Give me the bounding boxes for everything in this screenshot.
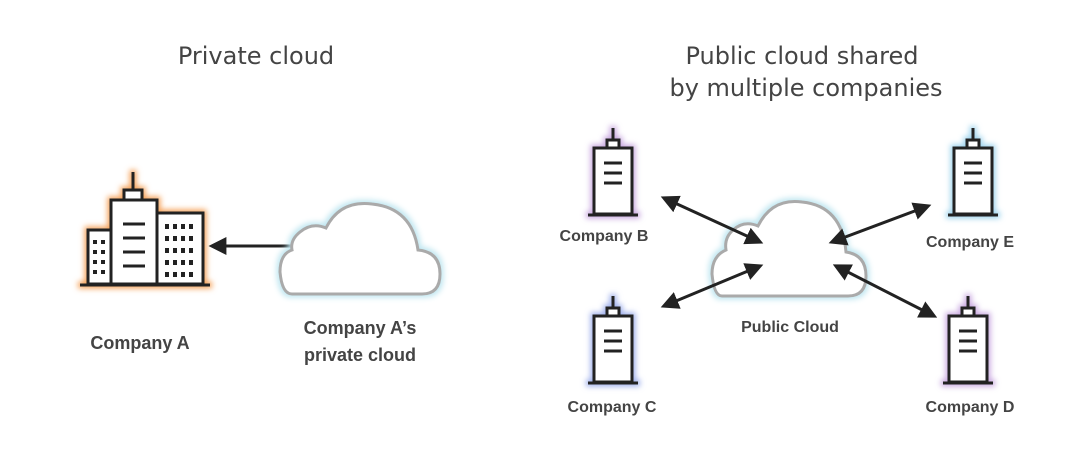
private-cloud-label-line2: private cloud (304, 345, 416, 365)
company-e-label: Company E (926, 234, 1014, 251)
company-d-label: Company D (926, 399, 1015, 416)
private-cloud-icon (278, 202, 442, 296)
public-cloud-title-line2: by multiple companies (669, 74, 942, 102)
private-cloud-label-line1: Company A’s (304, 318, 417, 338)
company-e-arrow-icon (828, 202, 932, 246)
company-b-tower-icon (588, 128, 638, 217)
company-a-label: Company A (90, 333, 189, 353)
private-cloud-title: Private cloud (178, 42, 334, 70)
company-b-label: Company B (560, 228, 649, 245)
public-cloud-label: Public Cloud (741, 319, 839, 336)
company-c-tower-icon (588, 296, 638, 385)
public-cloud-icon (710, 200, 868, 298)
company-b-arrow-icon (660, 195, 764, 245)
company-c-label: Company C (568, 399, 657, 416)
company-d-arrow-icon (832, 264, 938, 318)
company-e-tower-icon (948, 128, 998, 217)
company-a-building-icon (80, 172, 210, 287)
company-c-arrow-icon (660, 263, 764, 309)
company-d-tower-icon (943, 296, 993, 385)
public-cloud-title-line1: Public cloud shared (685, 42, 918, 70)
